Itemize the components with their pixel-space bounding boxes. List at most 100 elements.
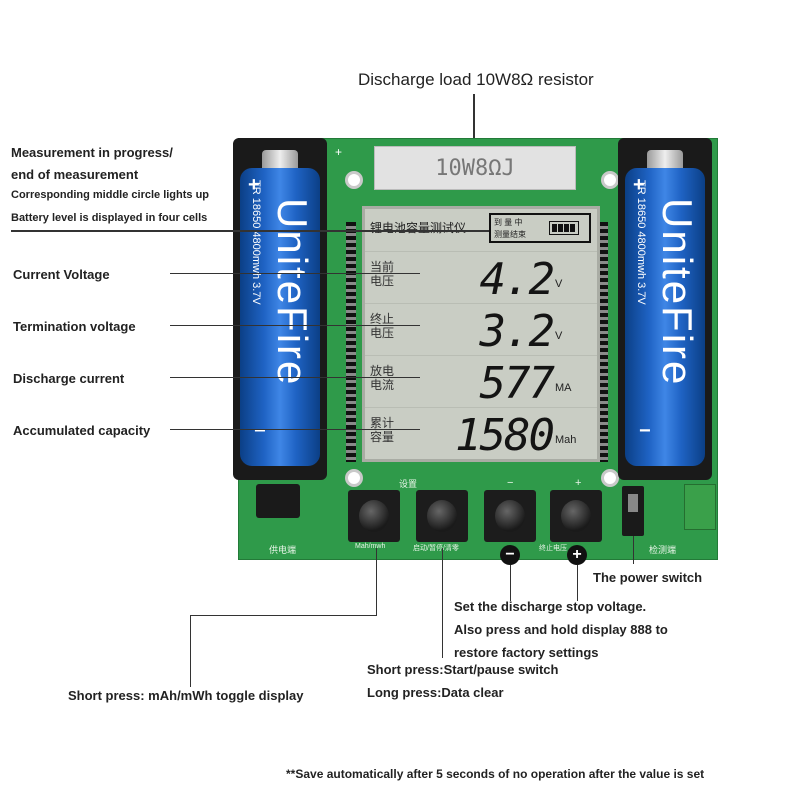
mounting-hole bbox=[601, 171, 619, 189]
battery-spec: TR 18650 4800mwh 3.7V bbox=[635, 180, 647, 305]
termination-voltage-label: Termination voltage bbox=[13, 319, 136, 334]
battery-minus-mark: − bbox=[254, 420, 266, 442]
short-press-mah-label: Short press: mAh/mWh toggle display bbox=[68, 688, 304, 703]
minus-label: − bbox=[507, 477, 514, 489]
battery-level-label: Battery level is displayed in four cells bbox=[11, 212, 208, 224]
discharge-current-label: Discharge current bbox=[13, 371, 125, 386]
battery-brand: UniteFire bbox=[654, 198, 701, 387]
termination-voltage-leader-line bbox=[170, 325, 420, 326]
plus-label: + bbox=[575, 477, 582, 489]
board-plus-mark: + bbox=[335, 145, 343, 159]
terminal-block bbox=[684, 484, 716, 530]
lcd-accumulated-capacity-value: 1580 bbox=[455, 410, 555, 461]
minus-leader-v bbox=[510, 565, 511, 601]
battery-spec: TR 18650 4800mwh 3.7V bbox=[250, 180, 262, 305]
button2-label: 启动/暂停/清零 bbox=[413, 545, 459, 552]
battery-plus-mark: + bbox=[248, 174, 260, 196]
battery-cell-left: UniteFire TR 18650 4800mwh 3.7V + − bbox=[240, 168, 320, 466]
mah-leader-h bbox=[190, 615, 377, 616]
lcd-row-label: 放电电流 bbox=[370, 364, 395, 392]
battery-level-cell bbox=[552, 224, 557, 232]
discharge-current-leader-line bbox=[170, 377, 420, 378]
lcd-row-label: 终止电压 bbox=[370, 312, 395, 340]
lcd-row-label: 累计容量 bbox=[370, 416, 395, 444]
resistor-leader-line bbox=[473, 94, 475, 148]
lcd-unit: MA bbox=[555, 382, 572, 394]
lcd-unit: Mah bbox=[555, 434, 577, 446]
status-running: 到 量 中 bbox=[494, 218, 523, 227]
button-cap[interactable] bbox=[495, 500, 525, 532]
mounting-hole bbox=[345, 171, 363, 189]
lcd-title: 锂电池容量测试仪 bbox=[370, 221, 467, 235]
mah-leader-v2 bbox=[190, 615, 191, 687]
lcd-termination-voltage-value: 3.2 bbox=[479, 306, 555, 357]
lcd-current-voltage-value: 4.2 bbox=[479, 254, 555, 305]
button-cap[interactable] bbox=[427, 500, 457, 532]
stop-voltage-label-1: Set the discharge stop voltage. bbox=[454, 599, 647, 614]
autosave-footnote: **Save automatically after 5 seconds of … bbox=[286, 767, 705, 781]
lcd-row-accumulated-capacity: 累计容量 1580 Mah bbox=[365, 407, 597, 461]
power-switch-lever[interactable] bbox=[628, 494, 638, 512]
minus-marker-icon: − bbox=[500, 545, 520, 565]
battery-label-right: UniteFire TR 18650 4800mwh 3.7V bbox=[625, 168, 705, 466]
plus-leader-v bbox=[577, 565, 578, 601]
lcd-row-label: 当前电压 bbox=[370, 260, 395, 288]
resistor-marking: 10W8ΩJ bbox=[435, 155, 515, 181]
resistor-caption: Discharge load 10W8Ω resistor bbox=[358, 70, 594, 89]
stop-voltage-label-2: Also press and hold display 888 to bbox=[454, 622, 668, 637]
stop-voltage-plus-button[interactable] bbox=[550, 490, 602, 542]
lcd-row-termination-voltage: 终止电压 3.2 V bbox=[365, 303, 597, 357]
lcd-screen: 锂电池容量测试仪 到 量 中 测量结束 当前电压 4.2 V 终止电压 3.2 … bbox=[362, 206, 600, 462]
lcd-row-discharge-current: 放电电流 577 MA bbox=[365, 355, 597, 409]
plus-marker-icon: + bbox=[567, 545, 587, 565]
button3-label: 终止电压 bbox=[539, 545, 567, 552]
lcd-unit: V bbox=[555, 278, 563, 290]
power-in-label: 供电端 bbox=[269, 545, 297, 555]
setting-label: 设置 bbox=[399, 479, 418, 489]
mah-leader-v bbox=[376, 548, 377, 616]
battery-cap-left bbox=[262, 150, 298, 172]
battery-cell-right: UniteFire TR 18650 4800mwh 3.7V + − bbox=[625, 168, 705, 466]
accumulated-capacity-label: Accumulated capacity bbox=[13, 423, 151, 438]
start-pause-clear-button[interactable] bbox=[416, 490, 468, 542]
pin-header-right bbox=[598, 222, 608, 462]
button-cap[interactable] bbox=[561, 500, 591, 532]
power-switch-label: The power switch bbox=[593, 570, 703, 585]
mah-mwh-toggle-button[interactable] bbox=[348, 490, 400, 542]
discharge-resistor: 10W8ΩJ bbox=[374, 146, 576, 190]
battery-level-cell bbox=[564, 224, 569, 232]
measurement-label-2: end of measurement bbox=[11, 167, 139, 182]
mounting-hole bbox=[345, 469, 363, 487]
button1-label: Mah/mwh bbox=[355, 543, 386, 550]
start-leader-v bbox=[442, 548, 443, 658]
dc-jack bbox=[256, 484, 300, 518]
lcd-row-current-voltage: 当前电压 4.2 V bbox=[365, 251, 597, 305]
stop-voltage-label-3: restore factory settings bbox=[454, 645, 599, 660]
power-switch[interactable] bbox=[622, 486, 644, 536]
lcd-discharge-current-value: 577 bbox=[479, 358, 555, 409]
current-voltage-leader-line bbox=[170, 273, 420, 274]
mounting-hole bbox=[601, 469, 619, 487]
power-leader-v bbox=[633, 536, 634, 564]
battery-label-left: UniteFire TR 18650 4800mwh 3.7V bbox=[240, 168, 320, 466]
button-cap[interactable] bbox=[359, 500, 389, 532]
status-finished: 测量结束 bbox=[494, 230, 526, 239]
current-voltage-label: Current Voltage bbox=[13, 267, 110, 282]
battery-cap-right bbox=[647, 150, 683, 172]
detect-label: 检测端 bbox=[649, 545, 677, 555]
lcd-unit: V bbox=[555, 330, 563, 342]
measurement-label-1: Measurement in progress/ bbox=[11, 145, 173, 160]
battery-brand: UniteFire bbox=[269, 198, 316, 387]
battery-level-icon bbox=[549, 221, 579, 235]
battery-level-cell bbox=[570, 224, 575, 232]
stop-voltage-minus-button[interactable] bbox=[484, 490, 536, 542]
short-press-start-label: Short press:Start/pause switch bbox=[367, 662, 559, 677]
battery-plus-mark: + bbox=[633, 174, 645, 196]
accumulated-capacity-leader-line bbox=[170, 429, 420, 430]
middle-circle-label: Corresponding middle circle lights up bbox=[11, 189, 210, 201]
battery-level-leader-line bbox=[11, 230, 489, 232]
battery-minus-mark: − bbox=[639, 420, 651, 442]
long-press-clear-label: Long press:Data clear bbox=[367, 685, 504, 700]
pin-header-left bbox=[346, 222, 356, 462]
battery-level-cell bbox=[558, 224, 563, 232]
